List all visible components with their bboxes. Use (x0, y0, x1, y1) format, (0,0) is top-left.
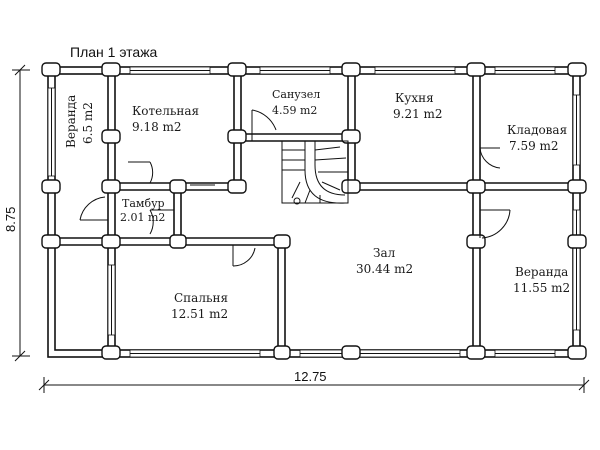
room-bathroom-name: Санузел (272, 88, 320, 101)
room-vestibule: Тамбур 2.01 m2 (120, 197, 165, 224)
room-hall-name: Зал (373, 246, 396, 260)
room-veranda-left-area: 6.5 m2 (81, 102, 95, 144)
staircase (281, 140, 349, 205)
room-vestibule-area: 2.01 m2 (120, 211, 165, 224)
room-bathroom: Санузел 4.59 m2 (272, 88, 320, 117)
room-kitchen: Кухня 9.21 m2 (393, 91, 443, 121)
room-bedroom: Спальня 12.51 m2 (171, 291, 228, 321)
dimension-horizontal: 12.75 (38, 369, 590, 393)
room-kitchen-name: Кухня (395, 91, 434, 105)
room-veranda-right-area: 11.55 m2 (513, 281, 570, 295)
room-veranda-left: Веранда 6.5 m2 (64, 95, 95, 148)
room-bathroom-area: 4.59 m2 (272, 104, 317, 117)
room-pantry: Кладовая 7.59 m2 (507, 123, 567, 153)
dimension-vertical: 8.75 (3, 64, 30, 362)
room-bedroom-name: Спальня (174, 291, 228, 305)
windows (47, 66, 581, 358)
room-pantry-area: 7.59 m2 (509, 139, 559, 153)
room-veranda-right-name: Веранда (515, 265, 568, 279)
room-pantry-name: Кладовая (507, 123, 567, 137)
plan-title: План 1 этажа (70, 44, 158, 60)
dimension-vertical-label: 8.75 (3, 207, 18, 232)
room-veranda-left-name: Веранда (64, 95, 78, 148)
room-vestibule-name: Тамбур (122, 197, 165, 210)
room-hall: Зал 30.44 m2 (356, 246, 413, 276)
room-boiler-area: 9.18 m2 (132, 120, 182, 134)
doors (79, 109, 511, 267)
dimension-horizontal-label: 12.75 (294, 369, 327, 384)
room-boiler-name: Котельная (132, 104, 199, 118)
room-boiler: Котельная 9.18 m2 (132, 104, 199, 134)
log-ends (41, 62, 587, 360)
room-kitchen-area: 9.21 m2 (393, 107, 443, 121)
room-hall-area: 30.44 m2 (356, 262, 413, 276)
room-veranda-right: Веранда 11.55 m2 (513, 265, 570, 295)
room-bedroom-area: 12.51 m2 (171, 307, 228, 321)
